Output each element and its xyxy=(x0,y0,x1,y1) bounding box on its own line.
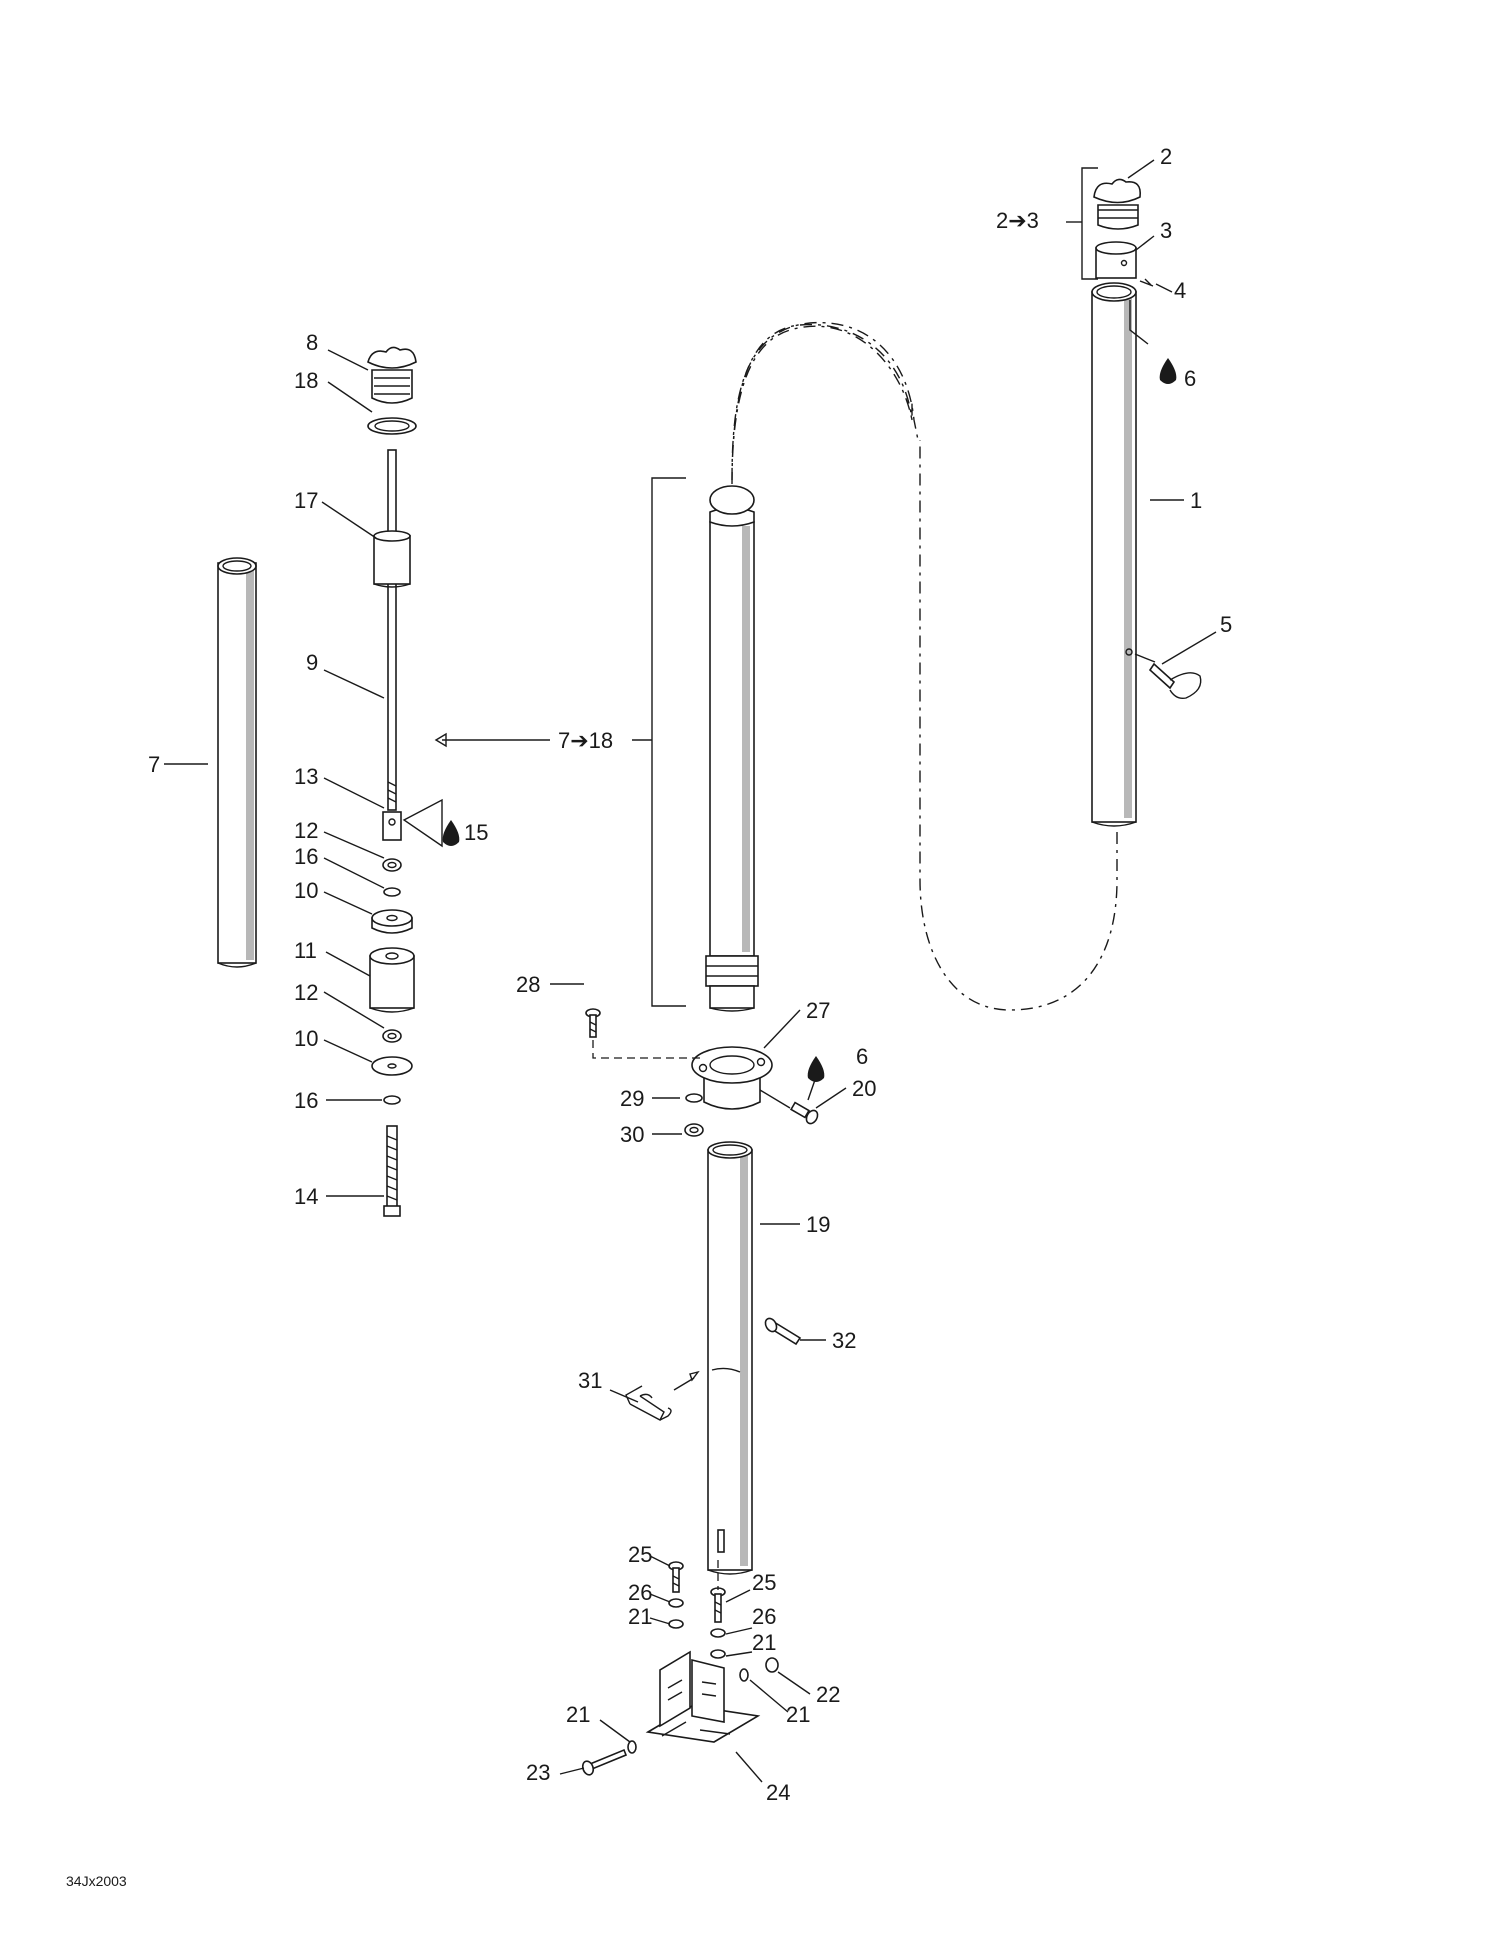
assembly-path-upper xyxy=(731,321,919,481)
part-tube-19 xyxy=(707,1141,753,1575)
part-bracket-24 xyxy=(645,1650,761,1743)
label-20: 20 xyxy=(852,1076,876,1101)
label-16b: 16 xyxy=(294,1088,318,1113)
part-tube-1 xyxy=(1091,282,1137,827)
label-9: 9 xyxy=(306,650,318,675)
label-29: 29 xyxy=(620,1086,644,1111)
bracket-2-3 xyxy=(1066,167,1098,280)
label-7-to-18: 7➔18 xyxy=(558,728,613,753)
label-12a: 12 xyxy=(294,818,318,843)
part-seal-18 xyxy=(367,417,417,435)
label-15: 15 xyxy=(464,820,488,845)
label-10b: 10 xyxy=(294,1026,318,1051)
label-23: 23 xyxy=(526,1760,550,1785)
part-bolt-23 xyxy=(581,1748,628,1776)
label-10a: 10 xyxy=(294,878,318,903)
label-17: 17 xyxy=(294,488,318,513)
part-nut-22 xyxy=(765,1657,779,1673)
label-13: 13 xyxy=(294,764,318,789)
part-clip-31 xyxy=(625,1385,672,1421)
assembly-path-lower xyxy=(919,440,1118,1011)
part-screw-28 xyxy=(585,1008,601,1038)
part-pin-32 xyxy=(764,1317,802,1346)
part-rod-9 xyxy=(387,449,397,811)
label-5: 5 xyxy=(1220,612,1232,637)
label-31: 31 xyxy=(578,1368,602,1393)
label-25b: 25 xyxy=(752,1570,776,1595)
part-nut-30 xyxy=(684,1123,704,1137)
part-bolt-25b xyxy=(710,1587,726,1623)
part-cap-2 xyxy=(1093,178,1142,230)
part-washer-26b xyxy=(710,1628,726,1638)
assembly-path-loop xyxy=(731,323,913,485)
label-2: 2 xyxy=(1160,144,1172,169)
label-11: 11 xyxy=(294,938,317,963)
label-6b: 6 xyxy=(856,1044,868,1069)
part-piston-11 xyxy=(369,947,415,1013)
part-plate-10a xyxy=(371,909,413,934)
label-26b: 26 xyxy=(752,1604,776,1629)
label-28: 28 xyxy=(516,972,540,997)
callout-labels: 2 2➔3 3 4 6 1 5 7 8 18 17 9 7➔18 13 15 1… xyxy=(66,144,1232,1889)
part-washer-21d xyxy=(627,1740,637,1754)
part-washer-16a xyxy=(383,887,401,897)
label-18: 18 xyxy=(294,368,318,393)
label-8: 8 xyxy=(306,330,318,355)
part-flange-27 xyxy=(691,1046,773,1110)
label-21b: 21 xyxy=(752,1630,776,1655)
part-thread-13 xyxy=(382,781,402,841)
label-21a: 21 xyxy=(628,1604,652,1629)
label-2-to-3: 2➔3 xyxy=(996,208,1039,233)
part-plate-10b xyxy=(371,1056,413,1076)
label-30: 30 xyxy=(620,1122,644,1147)
label-21c: 21 xyxy=(786,1702,810,1727)
oil-drop-icon xyxy=(1159,358,1177,384)
part-lock-pin-5 xyxy=(1125,648,1202,700)
part-bolt-20 xyxy=(759,1089,819,1125)
part-washer-21a xyxy=(668,1619,684,1629)
label-16a: 16 xyxy=(294,844,318,869)
part-cap-8 xyxy=(367,346,417,404)
label-12b: 12 xyxy=(294,980,318,1005)
part-pin-4 xyxy=(1139,278,1154,287)
part-washer-29 xyxy=(685,1093,703,1103)
part-sleeve-3 xyxy=(1095,241,1137,279)
part-nut-12a xyxy=(382,858,402,872)
label-6a: 6 xyxy=(1184,366,1196,391)
oil-drop-icon xyxy=(442,820,460,846)
part-washer-21c xyxy=(739,1668,749,1682)
part-washer-16b xyxy=(383,1095,401,1105)
label-3: 3 xyxy=(1160,218,1172,243)
label-22: 22 xyxy=(816,1682,840,1707)
part-bolt-25a xyxy=(668,1561,684,1593)
part-washer-21b xyxy=(710,1649,726,1659)
bracket-7-18 xyxy=(632,477,686,1007)
leader-lines xyxy=(164,159,1217,1783)
label-19: 19 xyxy=(806,1212,830,1237)
oil-drop-icon xyxy=(807,1056,825,1082)
part-washer-26a xyxy=(668,1598,684,1608)
drawing-code: 34Jx2003 xyxy=(66,1873,127,1889)
label-24: 24 xyxy=(766,1780,790,1805)
label-7: 7 xyxy=(148,752,160,777)
label-21d: 21 xyxy=(566,1702,590,1727)
label-1: 1 xyxy=(1190,488,1202,513)
part-bolt-14 xyxy=(383,1125,401,1217)
label-27: 27 xyxy=(806,998,830,1023)
label-14: 14 xyxy=(294,1184,318,1209)
label-32: 32 xyxy=(832,1328,856,1353)
part-shock-assembly xyxy=(705,485,759,1012)
part-tube-7 xyxy=(217,557,257,968)
assembly-path-28 xyxy=(592,1040,700,1059)
part-nut-12b xyxy=(382,1029,402,1043)
part-bumper-17 xyxy=(373,530,411,588)
label-25a: 25 xyxy=(628,1542,652,1567)
label-4: 4 xyxy=(1174,278,1186,303)
label-26a: 26 xyxy=(628,1580,652,1605)
